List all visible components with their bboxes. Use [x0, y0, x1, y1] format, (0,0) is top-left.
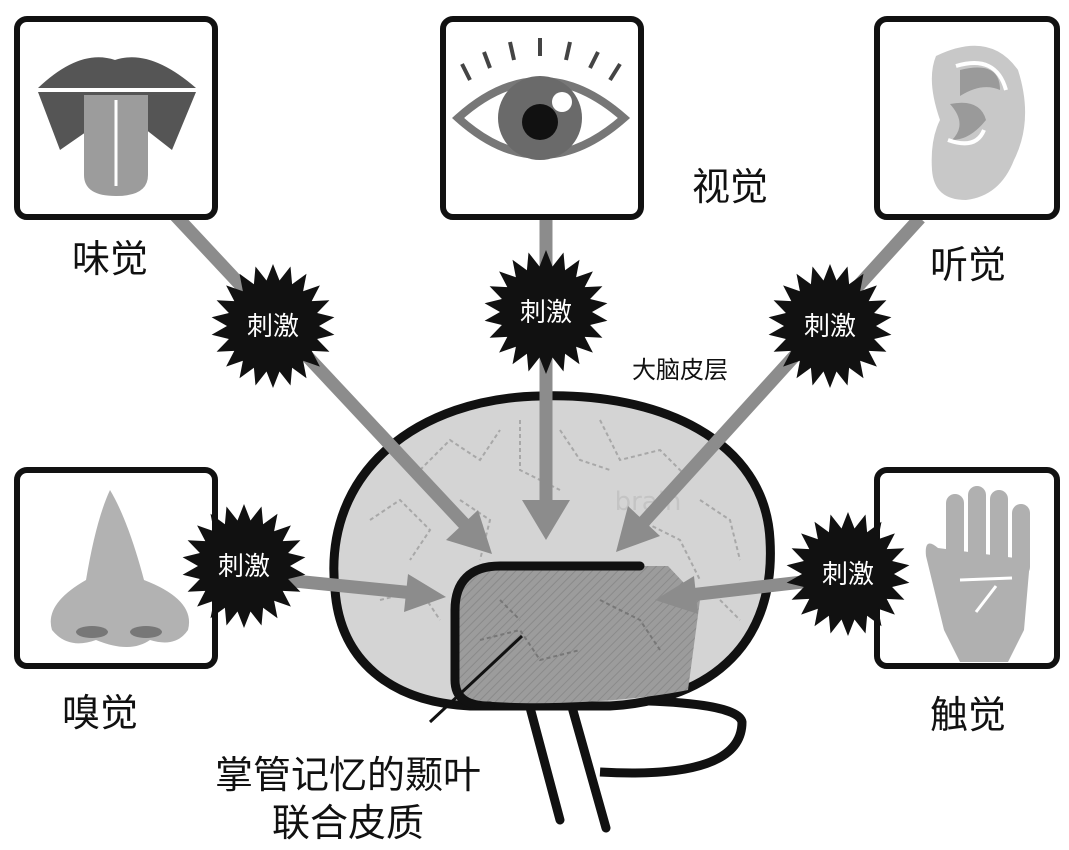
label-smell: 嗅觉 — [62, 691, 138, 735]
stimulus-label: 刺激 — [247, 312, 299, 342]
stimulus-label: 刺激 — [822, 560, 874, 590]
hearing-box — [877, 19, 1057, 217]
stimulus-label: 刺激 — [804, 312, 856, 342]
sight-box — [443, 19, 641, 217]
stimulus-label: 刺激 — [520, 298, 572, 328]
burst-sight: 刺激 — [485, 250, 608, 374]
smell-box — [17, 470, 215, 666]
stimulus-label: 刺激 — [218, 552, 270, 582]
label-temporal-1: 掌管记忆的颞叶 — [215, 753, 481, 797]
label-hearing: 听觉 — [930, 243, 1006, 287]
arrow-taste — [175, 215, 492, 554]
taste-box — [17, 19, 215, 217]
label-taste: 味觉 — [72, 237, 148, 281]
label-temporal-2: 联合皮质 — [272, 801, 424, 845]
label-cortex: 大脑皮层 — [632, 356, 728, 384]
label-sight: 视觉 — [692, 165, 768, 209]
label-touch: 触觉 — [930, 693, 1006, 737]
